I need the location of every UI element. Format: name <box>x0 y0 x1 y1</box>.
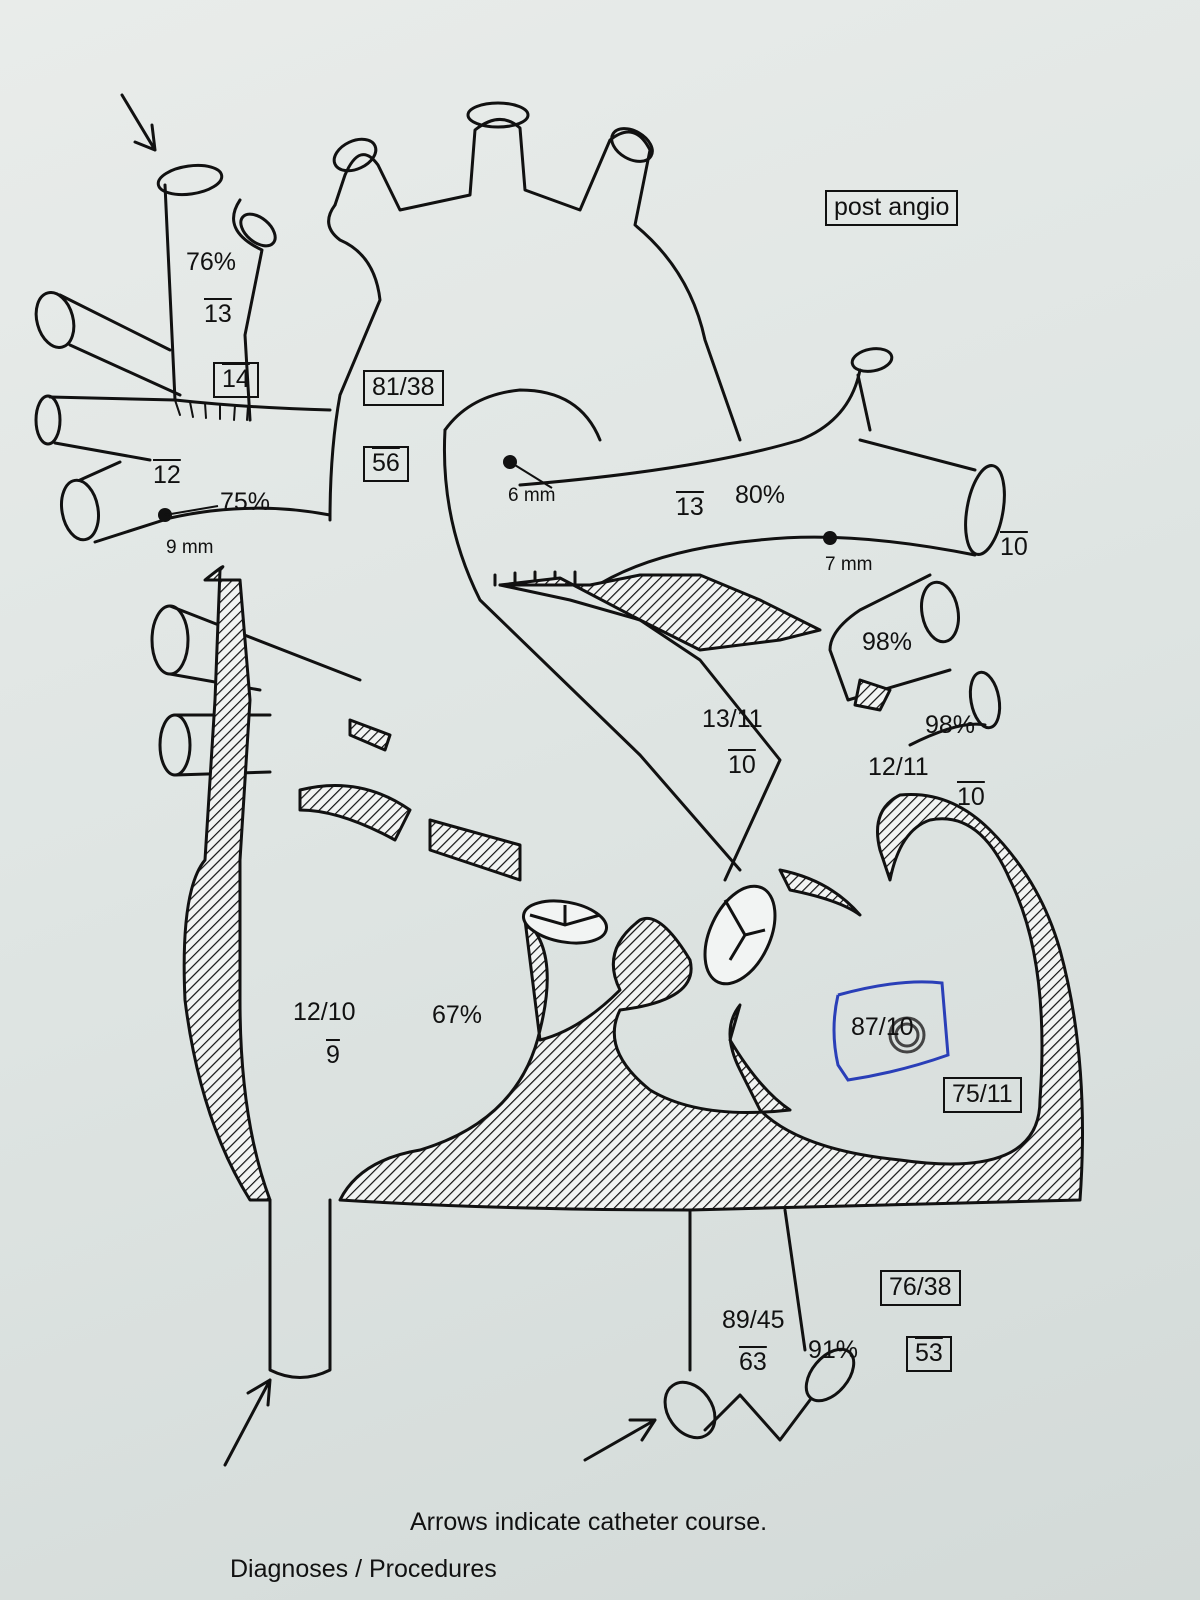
rpa-sat: 75% <box>220 490 270 515</box>
pulmonary-veins <box>830 575 1004 745</box>
lpa-diameter: 6 mm <box>508 486 556 505</box>
ra-pressure: 12/10 <box>293 1000 356 1025</box>
catheter-arrows <box>122 95 655 1465</box>
arrow-svc <box>122 95 155 150</box>
femoral-pressure: 89/45 <box>722 1308 785 1333</box>
femoral-mean: 63 <box>739 1350 767 1375</box>
lpa-diameter-2: 7 mm <box>825 555 873 574</box>
pa-pressure: 13/11 <box>702 707 763 732</box>
dao-mean: 53 <box>906 1336 952 1372</box>
pv-lower-sat: 98% <box>925 713 975 738</box>
svc-mean: 13 <box>204 302 232 327</box>
lpa-distal-mean: 10 <box>1000 535 1028 560</box>
aorta-pressure: 81/38 <box>363 370 444 406</box>
lpa-sat: 80% <box>735 483 785 508</box>
bleed-through-text <box>780 110 788 143</box>
dao-pressure: 76/38 <box>880 1270 961 1306</box>
ra-sat: 67% <box>432 1003 482 1028</box>
ra-mean: 9 <box>326 1043 340 1068</box>
la-mean: 10 <box>957 785 985 810</box>
section-heading: Diagnoses / Procedures <box>230 1555 497 1584</box>
femoral-sat: 91% <box>808 1338 858 1363</box>
aorta-mean: 56 <box>363 446 409 482</box>
caption: Arrows indicate catheter course. <box>410 1508 767 1537</box>
left-pulmonary-veins <box>152 606 360 775</box>
svc-mean-boxed: 14 <box>213 362 259 398</box>
svc-sat: 76% <box>186 250 236 275</box>
lv-pressure-boxed: 75/11 <box>943 1077 1022 1113</box>
pv-upper-sat: 98% <box>862 630 912 655</box>
lpa-mean: 13 <box>676 495 704 520</box>
arrow-femoral <box>585 1420 655 1460</box>
ivc <box>270 1200 330 1378</box>
arrow-ivc <box>225 1380 270 1465</box>
post-angio-tag: post angio <box>825 190 958 226</box>
lv-pressure: 87/10 <box>851 1015 914 1040</box>
rpa-diameter: 9 mm <box>166 538 214 557</box>
la-pressure: 12/11 <box>868 755 929 780</box>
lpa-distal-dot <box>823 531 837 545</box>
rpa-mean: 12 <box>153 463 181 488</box>
pa-mean: 10 <box>728 753 756 778</box>
